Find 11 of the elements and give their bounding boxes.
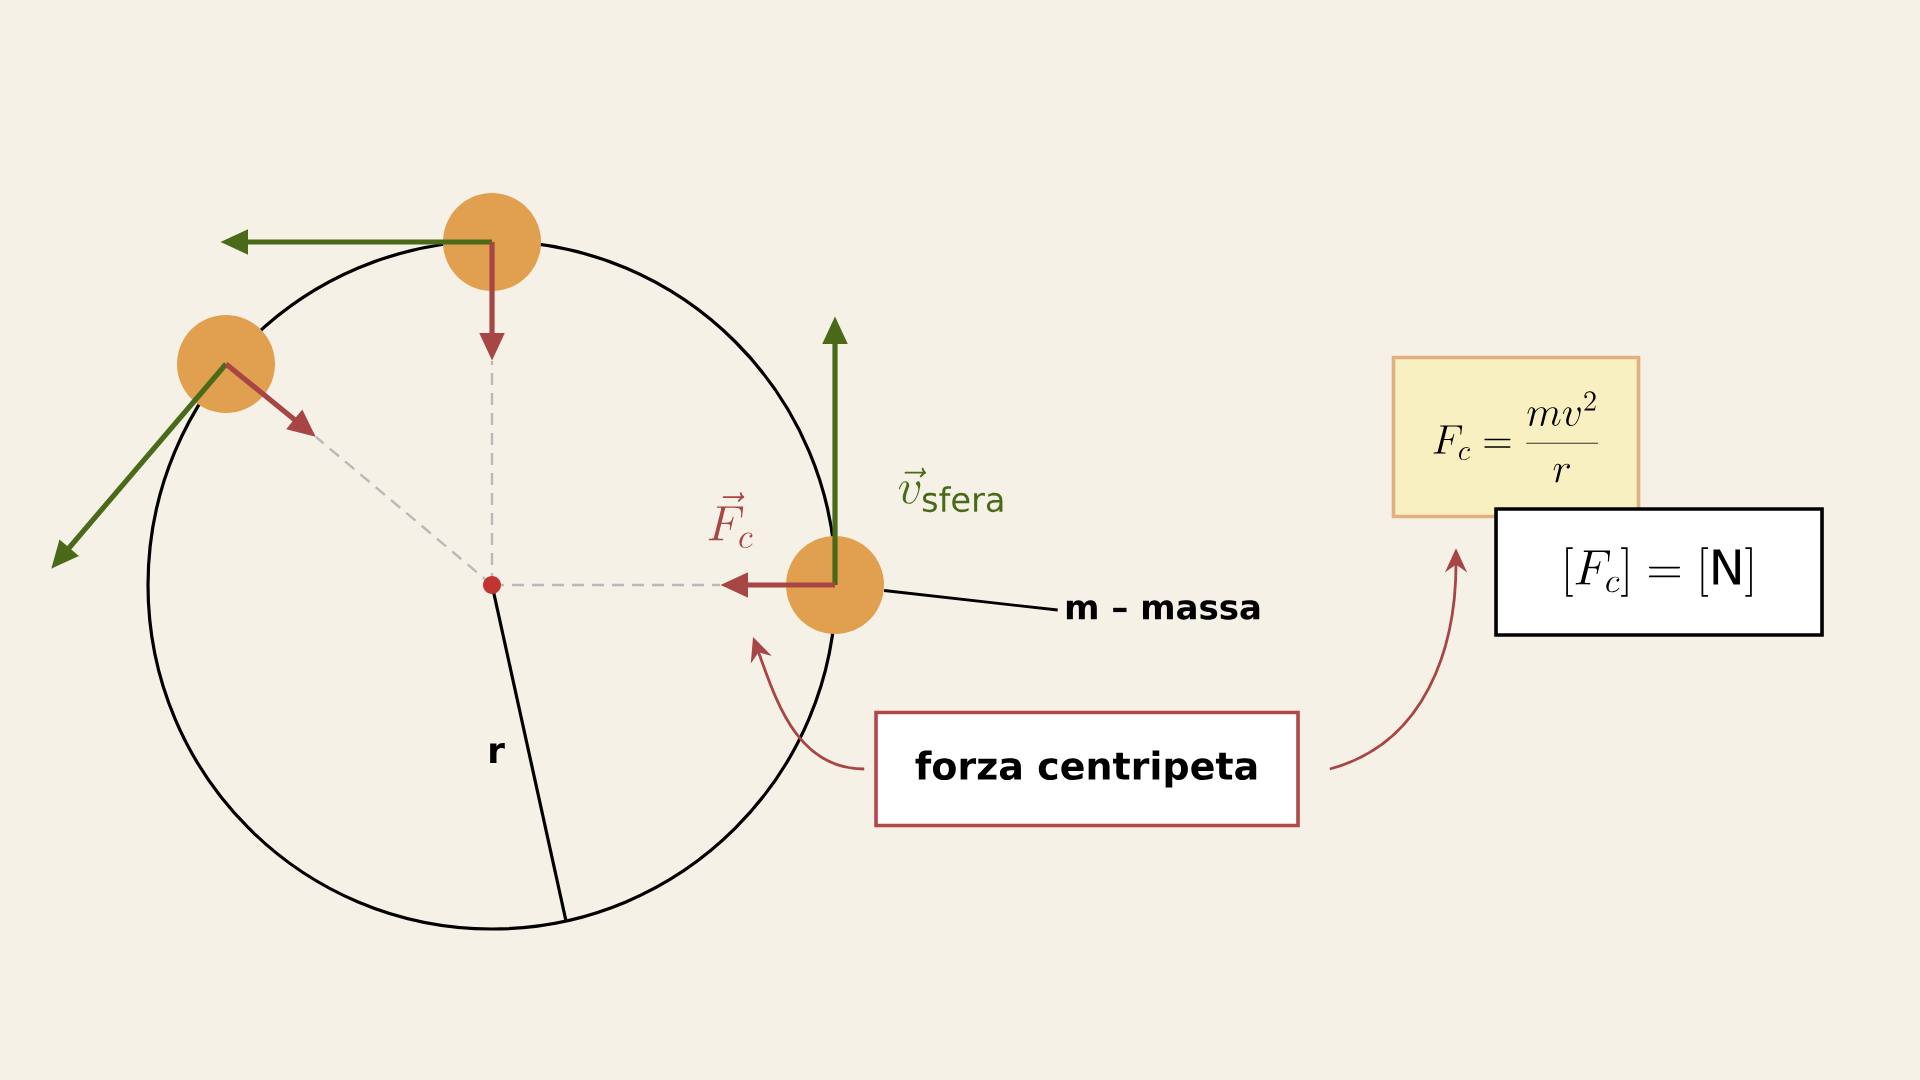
force-label: $\vec{F}_c$ <box>708 492 753 549</box>
ball <box>177 315 275 413</box>
radius-label: r <box>490 742 505 764</box>
velocity-label: $\vec{v}_{\mathrm{sfera}}$ <box>898 467 1003 513</box>
ball <box>443 193 541 291</box>
formula-box: $F_c = \frac{mv^2}{r}$ <box>1391 355 1641 519</box>
ball <box>786 536 884 634</box>
formula-box: $[F_c] = [\mathrm{N}]$ <box>1494 507 1824 637</box>
label-box: forza centripeta <box>874 710 1300 828</box>
label-text: m – massa <box>1066 600 1260 620</box>
leader-line <box>883 589 1058 612</box>
